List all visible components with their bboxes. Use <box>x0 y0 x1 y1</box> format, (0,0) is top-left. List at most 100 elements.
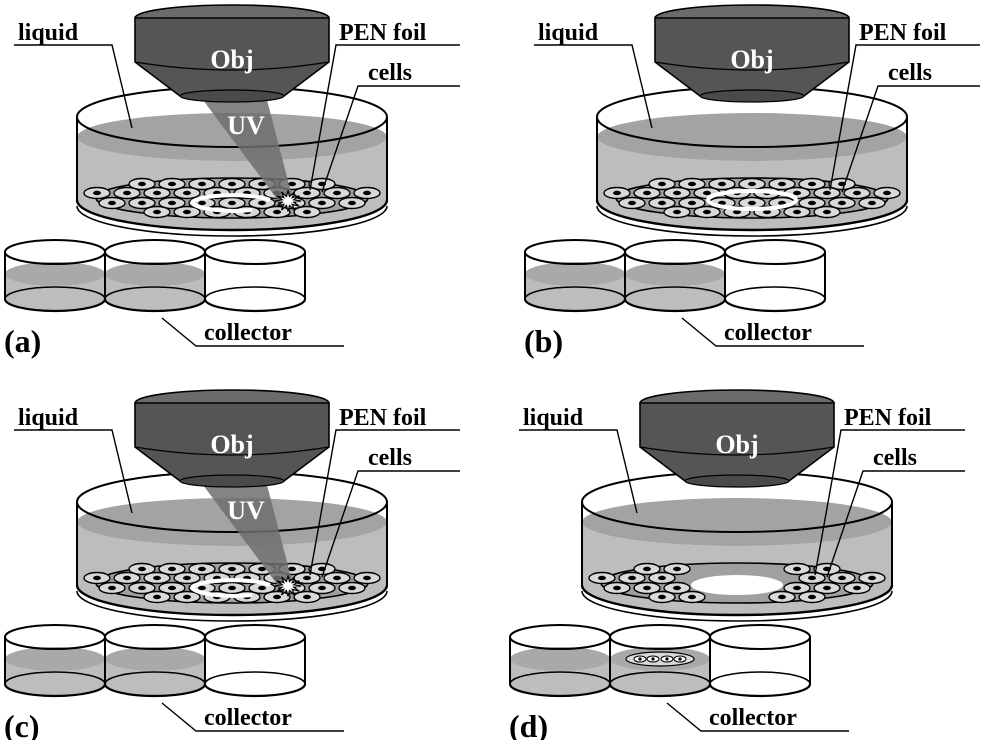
cell-nucleus <box>853 585 861 591</box>
collector-liquid-surface <box>510 647 610 671</box>
collector-liquid <box>105 274 205 311</box>
cell-nucleus <box>658 181 666 187</box>
liquid-label: liquid <box>538 20 599 46</box>
cell-nucleus <box>168 200 176 206</box>
cell-nucleus <box>658 200 666 206</box>
cell-nucleus <box>138 181 146 187</box>
collector-bottom-front <box>3 683 107 698</box>
collector-tube-3 <box>203 239 307 313</box>
collector-rim <box>509 624 611 650</box>
panel-label: (c) <box>4 708 40 740</box>
cell-nucleus <box>838 200 846 206</box>
collector-bottom-front <box>523 298 627 313</box>
uv-label: UV <box>227 111 265 140</box>
collector-bottom-front <box>623 298 727 313</box>
cells-leader <box>321 470 460 578</box>
collector-rim <box>4 624 106 650</box>
collector-liquid <box>5 659 105 696</box>
uv-beam <box>200 96 293 203</box>
cell-nucleus <box>613 190 621 196</box>
liquid-label: liquid <box>18 405 79 431</box>
laser-spot-icon <box>274 575 302 597</box>
cell-nucleus <box>748 200 756 206</box>
cell-nucleus <box>258 200 266 206</box>
cell-nucleus <box>288 181 296 187</box>
collector-rim <box>624 239 726 265</box>
cell-nucleus <box>838 575 846 581</box>
collector-bottom-front <box>723 298 827 313</box>
cell-nucleus <box>808 594 816 600</box>
objective: Obj <box>639 389 835 488</box>
collector-tube-3 <box>203 624 307 698</box>
collector-bottom-front <box>708 683 812 698</box>
cell-nucleus <box>258 585 266 591</box>
cell-cluster <box>83 562 381 604</box>
collector-bottom-front <box>103 298 207 313</box>
cell-nucleus <box>228 566 236 572</box>
objective-label: Obj <box>715 430 758 459</box>
objective-label: Obj <box>730 45 773 74</box>
collector-tube-3 <box>723 239 827 313</box>
collected-nucleus <box>665 657 669 661</box>
cell-nucleus <box>628 200 636 206</box>
uv-label: UV <box>227 496 265 525</box>
cell-nucleus <box>793 585 801 591</box>
cell-nucleus <box>823 585 831 591</box>
cell-nucleus <box>228 181 236 187</box>
collector-tube-1 <box>523 239 627 313</box>
cell-nucleus <box>348 200 356 206</box>
pen-foil-leader <box>829 44 980 191</box>
cell-nucleus <box>613 585 621 591</box>
cell-nucleus <box>658 594 666 600</box>
cell-nucleus <box>643 190 651 196</box>
cell-nucleus <box>138 585 146 591</box>
cell-nucleus <box>808 181 816 187</box>
cell-nucleus <box>868 200 876 206</box>
cell-nucleus <box>318 585 326 591</box>
dish-base <box>76 205 388 237</box>
collector-liquid-surface <box>625 262 725 286</box>
collector-leader <box>161 702 344 732</box>
collector-liquid <box>625 274 725 311</box>
collector-tube-2 <box>623 239 727 313</box>
cell-nucleus <box>823 190 831 196</box>
cell-nucleus <box>763 209 771 215</box>
cell-nucleus <box>883 190 891 196</box>
cell-nucleus <box>258 181 266 187</box>
objective-lens <box>179 474 285 488</box>
collector-label: collector <box>709 705 797 731</box>
panel-label: (d) <box>509 708 548 740</box>
cell-nucleus <box>808 200 816 206</box>
cell-nucleus <box>778 200 786 206</box>
cell-nucleus <box>793 566 801 572</box>
collector-rim <box>104 239 206 265</box>
cell-nucleus <box>168 566 176 572</box>
cell-nucleus <box>703 190 711 196</box>
objective-seam <box>134 61 330 71</box>
collector-bottom-front <box>203 683 307 698</box>
liquid-leader <box>14 44 133 129</box>
collector-bottom-back <box>4 286 106 300</box>
liquid-leader <box>14 429 133 514</box>
cell-nucleus <box>153 594 161 600</box>
cell-nucleus <box>793 190 801 196</box>
collector-bottom-back <box>724 286 826 300</box>
cell-nucleus <box>643 585 651 591</box>
uv-beam <box>200 481 293 588</box>
collector-bottom-back <box>709 671 811 685</box>
objective-lens <box>179 89 285 103</box>
collector-liquid <box>5 274 105 311</box>
objective-seam <box>654 61 850 71</box>
cell-nucleus <box>198 585 206 591</box>
cell-nucleus <box>93 190 101 196</box>
cell-nucleus <box>123 190 131 196</box>
cells-label: cells <box>888 60 932 86</box>
panel-label: (b) <box>524 323 563 359</box>
collector-bottom-front <box>608 683 712 698</box>
cell-cluster <box>588 562 886 604</box>
cells-leader <box>826 470 965 578</box>
collector-bottom-back <box>609 671 711 685</box>
cell-nucleus <box>303 575 311 581</box>
